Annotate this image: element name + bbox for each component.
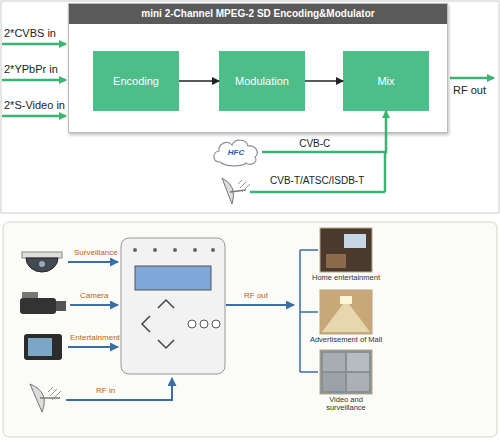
box-label: Modulation [235, 75, 289, 87]
cloud-shape [214, 140, 257, 166]
photo-mall [320, 290, 372, 334]
camcorder [20, 292, 66, 314]
device-led [133, 248, 137, 252]
text-label: 2*S-Video in [4, 99, 65, 111]
antenna-waves [48, 387, 61, 400]
cloud-node: HFC [210, 136, 262, 168]
source-arrow [70, 304, 118, 306]
text-label: Entertainment [70, 334, 120, 343]
distribution-bracket [300, 250, 318, 372]
antenna-symbol [30, 384, 61, 412]
photo-frame [320, 290, 372, 334]
input-arrow [2, 43, 66, 46]
text-label: CVB-T/ATSC/ISDB-T [270, 175, 364, 186]
antenna-symbol [222, 178, 250, 204]
device-led [173, 248, 177, 252]
device-body [121, 238, 225, 374]
terrestrial-line [384, 152, 387, 192]
photo-tile [323, 373, 345, 391]
connector-arrow [179, 80, 219, 82]
photo-tile [323, 353, 345, 371]
terrestrial-line [250, 191, 385, 194]
process-box: Encoding [93, 51, 179, 111]
camcorder-body [20, 298, 56, 314]
process-box: Modulation [219, 51, 305, 111]
antenna-mast [40, 397, 60, 399]
photo-home [320, 228, 372, 272]
device-button [200, 320, 208, 328]
camera-lens [39, 261, 45, 267]
photo-light [340, 296, 352, 304]
player-screen [28, 338, 52, 356]
photo-surveillance [320, 350, 372, 394]
device-button [212, 320, 220, 328]
photo-hall [322, 300, 370, 332]
text-label: RF out [453, 84, 486, 96]
rf-out-arrow [226, 304, 294, 306]
device-led [211, 248, 215, 252]
modulator-device [121, 238, 225, 374]
player-body [24, 334, 62, 360]
source-arrow [68, 346, 118, 348]
process-box: Mix [343, 51, 429, 111]
photo-frame [320, 228, 372, 272]
text-label: 2*CVBS in [4, 27, 56, 39]
connector-arrow [305, 80, 343, 82]
antenna-dish [222, 178, 234, 204]
text-label: Home entertainment [312, 274, 380, 282]
device-button [188, 320, 196, 328]
device-led [153, 248, 157, 252]
text-label: RF in [96, 387, 115, 396]
box-label: Encoding [113, 75, 159, 87]
camera-dome [26, 258, 58, 272]
rf-in-arrow [66, 378, 172, 400]
connector-arrow [262, 111, 386, 152]
device-lcd [135, 266, 211, 290]
device-led [193, 248, 197, 252]
top-panel-frame [1, 1, 499, 213]
bottom-panel-frame [3, 222, 497, 437]
text-label: Advertisement of Mall [308, 336, 384, 344]
source-arrow [68, 261, 118, 263]
photo-frame [320, 350, 372, 394]
block-title: mini 2-Channel MPEG-2 SD Encoding&Modula… [69, 4, 447, 24]
text-label: RF out [244, 292, 268, 301]
photo-tv [344, 234, 366, 248]
camera-mount [22, 252, 62, 258]
text-label: Video and surveillance [312, 396, 380, 413]
cloud-label: HFC [228, 148, 244, 157]
box-label: Mix [377, 75, 394, 87]
device-keys [142, 300, 174, 348]
handheld-player [24, 334, 62, 360]
device-block: mini 2-Channel MPEG-2 SD Encoding&Modula… [68, 3, 448, 133]
dome-camera [22, 252, 62, 272]
photo-sofa [326, 254, 346, 268]
photo-tile [347, 373, 369, 391]
edge-label: CVB-C [299, 138, 330, 149]
antenna-waves [238, 180, 250, 192]
input-arrow [2, 115, 66, 118]
input-arrow [2, 79, 66, 82]
text-label: Surveillance [74, 249, 118, 258]
photo-tile [347, 353, 369, 371]
camcorder-handle [22, 292, 38, 298]
output-arrow [450, 77, 494, 80]
text-label: Camera [80, 292, 108, 301]
text-label: 2*YPbPr in [4, 63, 58, 75]
camcorder-lens [56, 301, 66, 311]
